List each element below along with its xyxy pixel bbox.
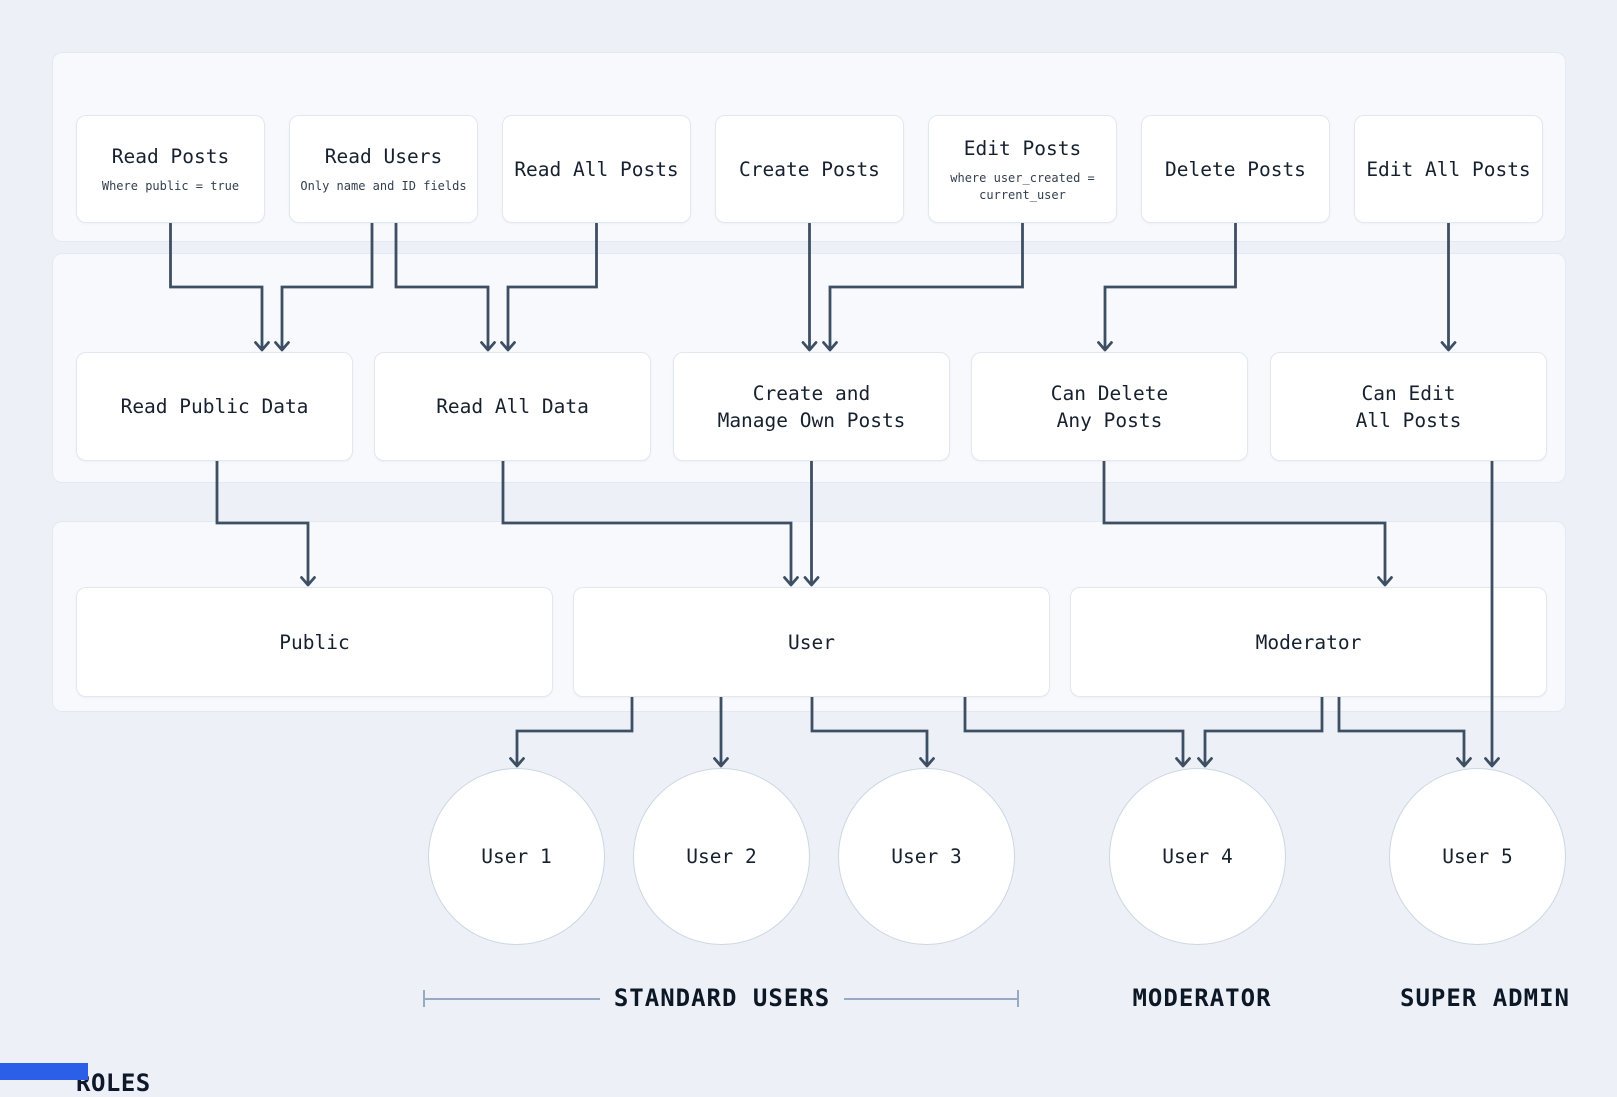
policy-label: Can Delete Any Posts [1050, 381, 1169, 432]
user-circle-1: User 1 [428, 768, 605, 945]
user-circle-3: User 3 [838, 768, 1015, 945]
policy-node-can-edit-all-posts: Can Edit All Posts [1270, 352, 1547, 461]
policy-label: Create and Manage Own Posts [717, 381, 906, 432]
permission-node-read-posts: Read Posts Where public = true [76, 115, 265, 223]
user-circle-label: User 5 [1442, 845, 1513, 868]
user-circle-4: User 4 [1109, 768, 1286, 945]
role-node-moderator: Moderator [1070, 587, 1547, 697]
permission-sublabel: Only name and ID fields [300, 179, 467, 193]
group-label-moderator: MODERATOR [1132, 984, 1272, 1012]
bracket-right-tick [1017, 990, 1019, 1007]
role-label: User [788, 630, 835, 654]
permission-label: Read Posts [111, 145, 230, 168]
permission-label: Edit Posts [963, 136, 1082, 160]
permission-label: Create Posts [739, 157, 880, 181]
permission-node-edit-posts: Edit Posts where user_created = current_… [928, 115, 1117, 223]
policy-node-create-manage-own-posts: Create and Manage Own Posts [673, 352, 950, 461]
permission-node-edit-all-posts: Edit All Posts [1354, 115, 1543, 223]
user-circle-label: User 1 [481, 845, 552, 868]
role-node-public: Public [76, 587, 553, 697]
permission-node-read-all-posts: Read All Posts [502, 115, 691, 223]
permission-node-read-users: Read Users Only name and ID fields [289, 115, 478, 223]
group-label-super-admin: SUPER ADMIN [1400, 984, 1570, 1012]
bracket-right-line [844, 998, 1017, 1000]
permission-node-create-posts: Create Posts [715, 115, 904, 223]
policy-label: Read Public Data [120, 395, 309, 418]
policy-node-read-all-data: Read All Data [374, 352, 651, 461]
role-label: Public [279, 630, 350, 654]
permission-label: Delete Posts [1165, 157, 1306, 181]
policy-node-can-delete-any-posts: Can Delete Any Posts [971, 352, 1248, 461]
policy-node-read-public-data: Read Public Data [76, 352, 353, 461]
group-label-standard-users: STANDARD USERS [613, 984, 831, 1012]
user-circle-label: User 4 [1162, 845, 1233, 868]
policy-label: Can Edit All Posts [1355, 381, 1462, 432]
permission-label: Read All Posts [514, 157, 679, 181]
permission-node-delete-posts: Delete Posts [1141, 115, 1330, 223]
user-circle-5: User 5 [1389, 768, 1566, 945]
bottom-left-blue-bar [0, 1063, 88, 1080]
role-node-user: User [573, 587, 1050, 697]
role-label: Moderator [1255, 630, 1362, 654]
permission-label: Read Users [324, 145, 443, 168]
user-circle-2: User 2 [633, 768, 810, 945]
user-circle-label: User 2 [686, 845, 757, 868]
bracket-left-tick [423, 990, 425, 1007]
permission-label: Edit All Posts [1366, 157, 1531, 181]
user-circle-label: User 3 [891, 845, 962, 868]
permission-sublabel: where user_created = current_user [950, 170, 1095, 202]
bracket-left-line [425, 998, 600, 1000]
policy-label: Read All Data [436, 395, 589, 418]
permission-sublabel: Where public = true [101, 179, 240, 193]
